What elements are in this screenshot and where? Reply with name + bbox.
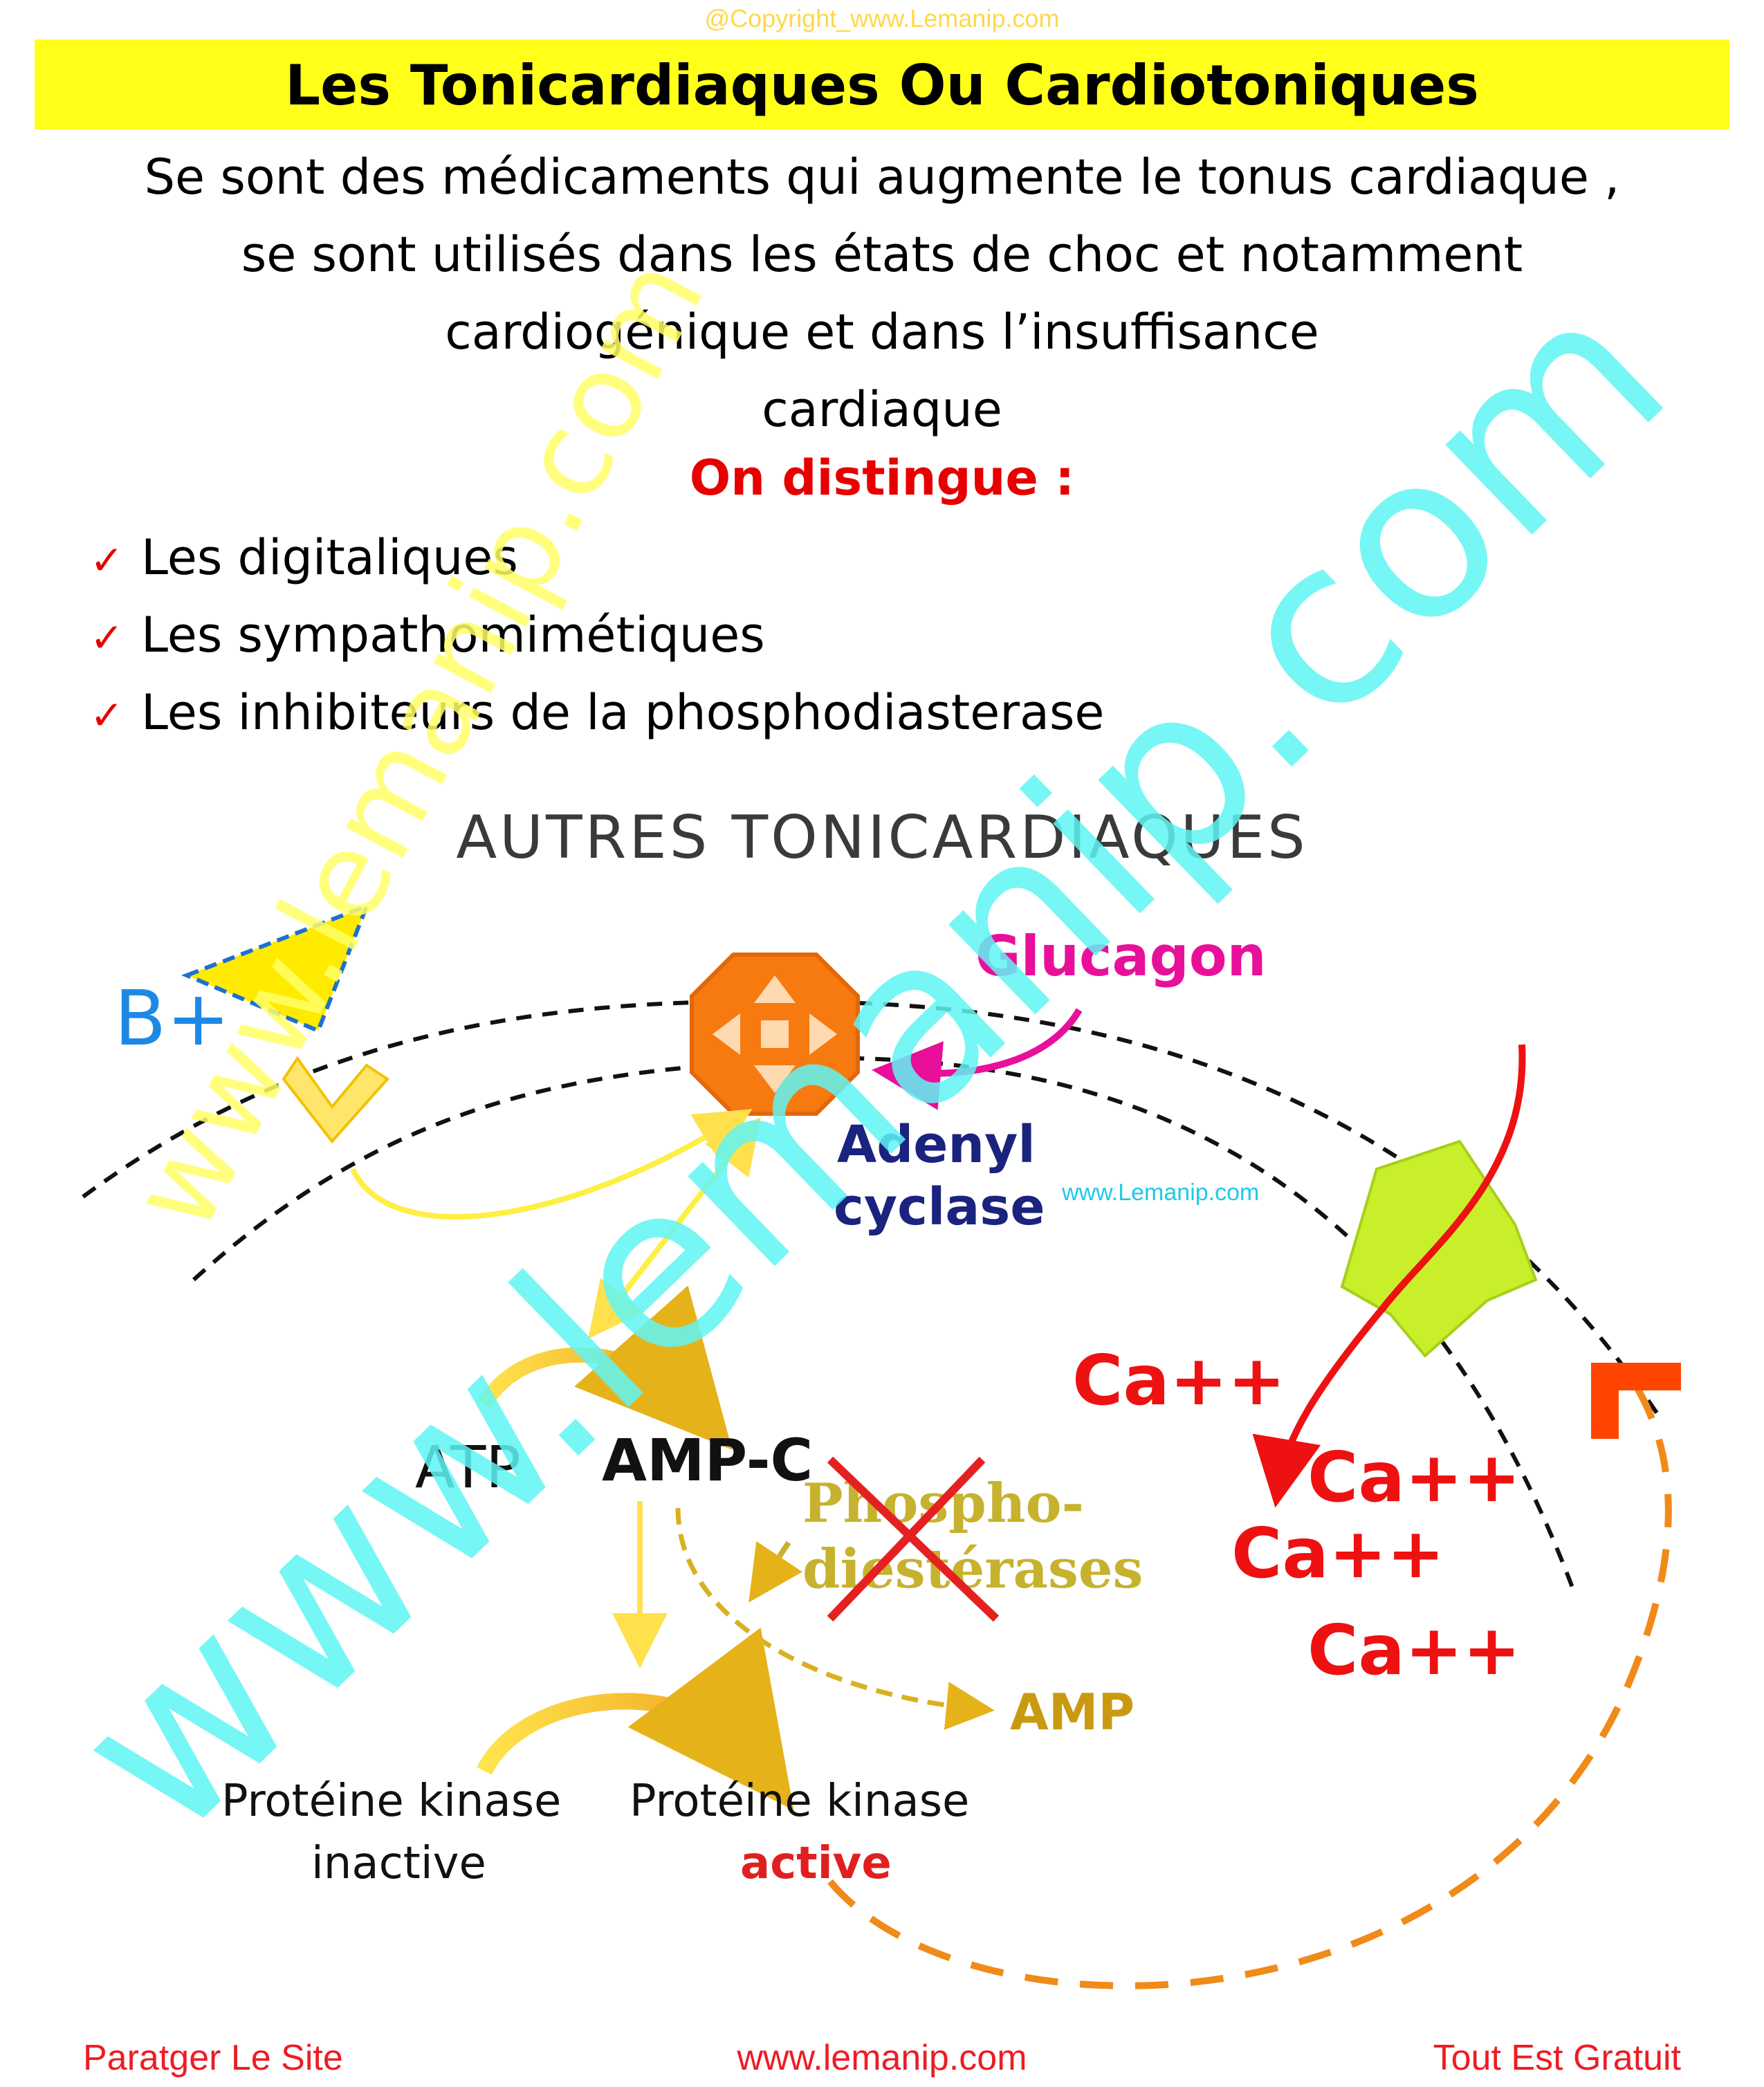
- phospho-small-arrow: [748, 1541, 802, 1603]
- mechanism-diagram: AUTRES TONICARDIAQUES B+ Glucagon Adenyl…: [82, 803, 1681, 1989]
- pk-active-label-1: Protéine kinase: [630, 1776, 969, 1827]
- calcium-label: Ca++: [1307, 1437, 1520, 1518]
- checkmark-icon: ✓: [90, 692, 124, 739]
- drug-class-list: ✓ Les digitaliques ✓ Les sympathomimétique…: [90, 519, 1104, 751]
- membrane-inner: [192, 1056, 1576, 1592]
- calcium-influx-arrow: [1252, 1044, 1526, 1508]
- site-url-small: www.Lemanip.com: [1061, 1179, 1259, 1206]
- footer-share-link[interactable]: Paratger Le Site: [83, 2038, 343, 2078]
- cyclase-to-atp-arrow: [588, 1116, 761, 1339]
- adenyl-label-1: Adenyl: [837, 1115, 1036, 1175]
- distinguish-heading: On distingue :: [689, 450, 1075, 506]
- checkmark-icon: ✓: [90, 614, 124, 661]
- beta-label: B+: [114, 974, 230, 1063]
- page-title: Les Tonicardiaques Ou Cardiotoniques: [285, 53, 1479, 118]
- footer-site-link[interactable]: www.lemanip.com: [737, 2038, 1027, 2078]
- ampc-to-amp-dashed: [675, 1507, 995, 1730]
- receptor-chevron-icon: [282, 1056, 390, 1144]
- calcium-label: Ca++: [1231, 1513, 1444, 1594]
- glucagon-arrow: [872, 1008, 1083, 1110]
- footer-free-note: Tout Est Gratuit: [1433, 2038, 1681, 2078]
- glucagon-label: Glucagon: [975, 924, 1267, 989]
- list-item-label: Les digitaliques: [141, 529, 518, 586]
- list-item-label: Les sympathomimétiques: [141, 607, 765, 663]
- list-item: ✓ Les sympathomimétiques: [90, 596, 1104, 674]
- atp-conversion-swoosh: [477, 1285, 733, 1450]
- intro-line: se sont utilisés dans les états de choc …: [241, 226, 1523, 283]
- inhibition-cross-icon: [827, 1456, 1000, 1622]
- amp-label: AMP: [1010, 1683, 1134, 1741]
- atp-label: ATP: [415, 1433, 521, 1501]
- intro-paragraph: Se sont des médicaments qui augmente le …: [69, 138, 1695, 448]
- pk-active-label-2: active: [740, 1838, 892, 1889]
- pk-inactive-label-1: Protéine kinase: [221, 1776, 561, 1827]
- calcium-label: Ca++: [1072, 1340, 1285, 1421]
- pk-inactive-label-2: inactive: [311, 1838, 486, 1889]
- title-banner: Les Tonicardiaques Ou Cardiotoniques: [35, 39, 1729, 129]
- checkmark-icon: ✓: [90, 537, 124, 584]
- list-item: ✓ Les digitaliques: [90, 519, 1104, 596]
- copyright-notice: @Copyright_www.Lemanip.com: [704, 4, 1060, 33]
- intro-line: cardiaque: [762, 381, 1002, 438]
- list-item: ✓ Les inhibiteurs de la phosphodiasterase: [90, 674, 1104, 751]
- beta-receptor-icon: [181, 902, 371, 1033]
- adenyl-label-2: cyclase: [834, 1177, 1045, 1237]
- receptor-to-cyclase-arrow: [350, 1109, 753, 1220]
- enzyme-pattern-icon: [713, 975, 837, 1093]
- ampc-label: AMP-C: [602, 1426, 813, 1494]
- diagram-heading: AUTRES TONICARDIAQUES: [456, 803, 1307, 872]
- kinase-activation-swoosh: [477, 1627, 794, 1810]
- list-item-label: Les inhibiteurs de la phosphodiasterase: [141, 684, 1105, 741]
- feedback-loop-arrow: [827, 1368, 1672, 1989]
- membrane-outer: [82, 999, 1662, 1419]
- feedback-arrowhead-icon: [1591, 1363, 1681, 1439]
- intro-line: cardiogénique et dans l’insuffisance: [445, 304, 1319, 360]
- calcium-label: Ca++: [1307, 1610, 1520, 1691]
- intro-line: Se sont des médicaments qui augmente le …: [144, 149, 1620, 205]
